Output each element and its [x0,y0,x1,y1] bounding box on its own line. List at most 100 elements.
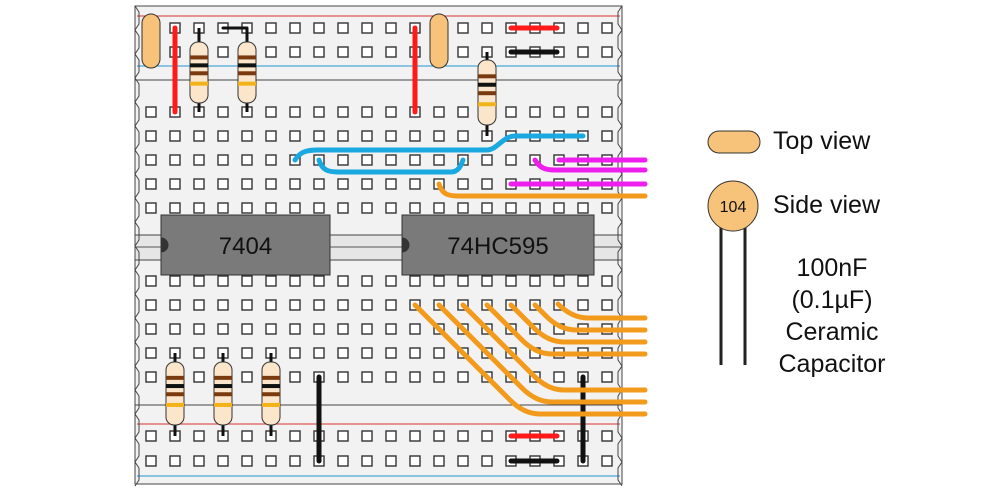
breadboard-hole [169,178,181,190]
resistor-band [190,55,208,60]
breadboard-hole [577,299,589,311]
black-wire [221,26,249,42]
breadboard-hole [385,106,397,118]
breadboard-hole [145,178,157,190]
orange-wire [508,302,648,345]
resistor-band [214,402,232,407]
breadboard-hole [385,275,397,287]
breadboard-hole [289,323,301,335]
resistor-band [166,402,184,407]
breadboard-hole [433,455,445,467]
breadboard-hole [433,154,445,166]
breadboard-hole [385,299,397,311]
breadboard-hole [289,46,301,58]
breadboard-hole [217,323,229,335]
breadboard-hole [265,323,277,335]
breadboard-hole [217,106,229,118]
breadboard-hole [601,22,613,34]
breadboard-hole [385,202,397,214]
breadboard-hole [577,275,589,287]
breadboard-hole [313,202,325,214]
breadboard-hole [409,202,421,214]
breadboard-hole [169,299,181,311]
breadboard-hole [337,347,349,359]
resistor-band [262,384,280,389]
resistor-band [190,63,208,68]
breadboard-hole [409,455,421,467]
breadboard-hole [145,275,157,287]
breadboard-hole [577,22,589,34]
breadboard-hole [361,371,373,383]
breadboard-hole [241,178,253,190]
breadboard-hole [601,430,613,442]
breadboard-hole [337,22,349,34]
breadboard-hole [145,154,157,166]
resistor-band [166,384,184,389]
breadboard-hole [193,299,205,311]
resistor [213,353,233,436]
breadboard-hole [265,106,277,118]
orange-wire [460,302,648,393]
breadboard-hole [361,106,373,118]
capacitor-side-view-icon [707,180,759,232]
breadboard-hole [337,299,349,311]
breadboard-hole [313,323,325,335]
breadboard-hole [385,22,397,34]
orange-wire [412,302,648,417]
breadboard-hole [193,430,205,442]
breadboard-hole [457,106,469,118]
chip-7404: 7404 [160,214,331,276]
breadboard-hole [409,154,421,166]
breadboard-hole [601,46,613,58]
chip-74hc595: 74HC595 [401,214,595,276]
breadboard-hole [145,347,157,359]
breadboard-hole [265,202,277,214]
breadboard-hole [601,299,613,311]
breadboard-hole [337,202,349,214]
breadboard-hole [337,154,349,166]
breadboard-hole [361,154,373,166]
top-terminal-strip [134,79,623,236]
resistor [261,353,281,436]
chip-notch [160,237,169,253]
breadboard-hole [457,130,469,142]
breadboard-hole [169,275,181,287]
breadboard-hole [385,178,397,190]
capacitor-top-view [141,13,161,69]
breadboard-hole [289,455,301,467]
breadboard-hole [337,371,349,383]
breadboard-hole [505,106,517,118]
breadboard-hole [505,202,517,214]
breadboard-hole [529,106,541,118]
breadboard-hole [601,275,613,287]
breadboard-hole [553,202,565,214]
resistor [165,353,185,436]
breadboard-hole [481,275,493,287]
breadboard-hole [529,202,541,214]
resistor-band [214,375,232,380]
breadboard-hole [385,455,397,467]
breadboard-hole [505,154,517,166]
breadboard-hole [313,22,325,34]
orange-wire [436,181,648,199]
resistor-band [262,375,280,380]
breadboard-hole [145,202,157,214]
breadboard-hole [409,347,421,359]
breadboard-hole [193,275,205,287]
breadboard-hole [433,202,445,214]
breadboard-hole [481,455,493,467]
resistor-band [238,55,256,60]
breadboard-hole [361,202,373,214]
breadboard-hole [313,130,325,142]
breadboard-hole [409,130,421,142]
resistor-band [262,402,280,407]
breadboard-hole [361,178,373,190]
breadboard-hole [241,299,253,311]
breadboard-hole [145,455,157,467]
breadboard-hole [145,371,157,383]
capacitor-code: 104 [720,199,747,216]
breadboard-hole [601,130,613,142]
breadboard-hole [457,178,469,190]
breadboard-hole [241,154,253,166]
breadboard-hole [361,46,373,58]
